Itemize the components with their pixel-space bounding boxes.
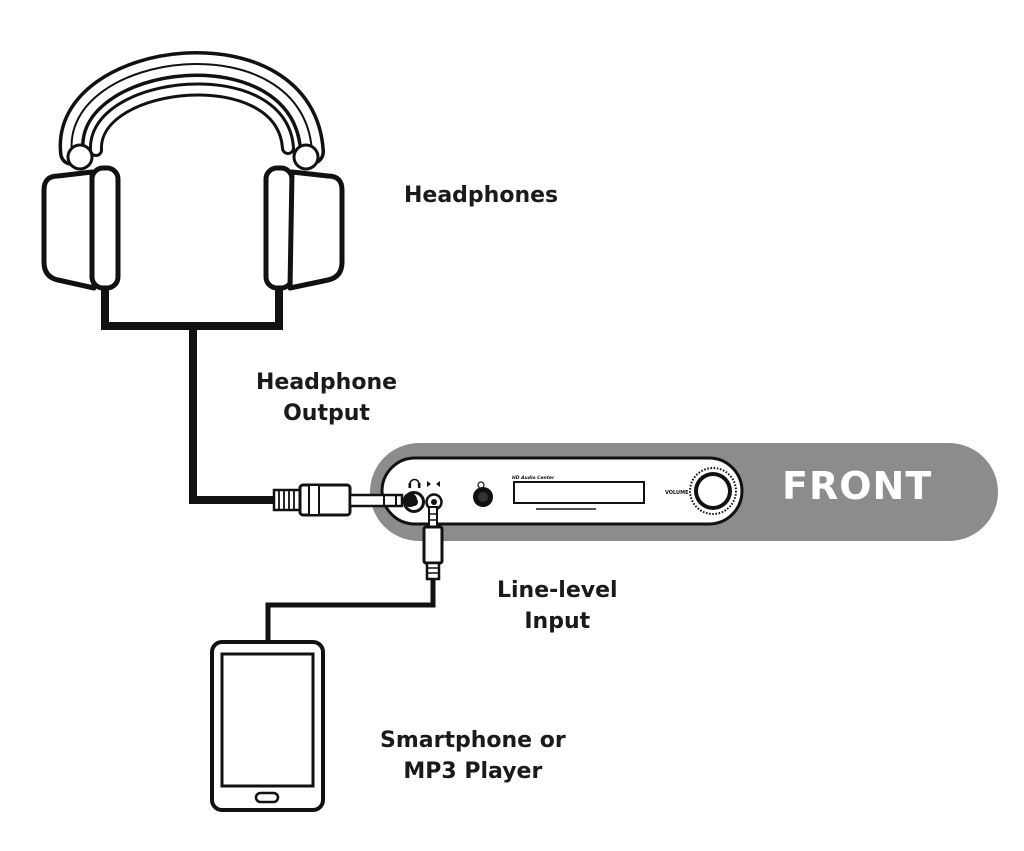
svg-text:VOLUME: VOLUME xyxy=(665,490,689,496)
smartphone-icon xyxy=(210,640,325,812)
headphones-icon xyxy=(41,51,345,330)
line-level-input-label: Line-level Input xyxy=(497,578,618,634)
display-window: HD Audio Center xyxy=(512,475,645,510)
power-button-icon xyxy=(473,481,493,507)
headphone-cable xyxy=(189,326,417,517)
headphones-label: Headphones xyxy=(404,183,559,208)
svg-text:HD Audio Center: HD Audio Center xyxy=(512,475,555,481)
device-front-panel: HD Audio Center VOLUME xyxy=(380,456,744,526)
headphone-output-label: Headphone Output xyxy=(256,370,398,426)
front-label: FRONT xyxy=(782,464,933,508)
smartphone-label: Smartphone or MP3 Player xyxy=(380,728,566,784)
line-in-jack-icon xyxy=(425,481,443,511)
line-input-cable xyxy=(265,506,444,643)
volume-knob-icon xyxy=(689,467,737,515)
